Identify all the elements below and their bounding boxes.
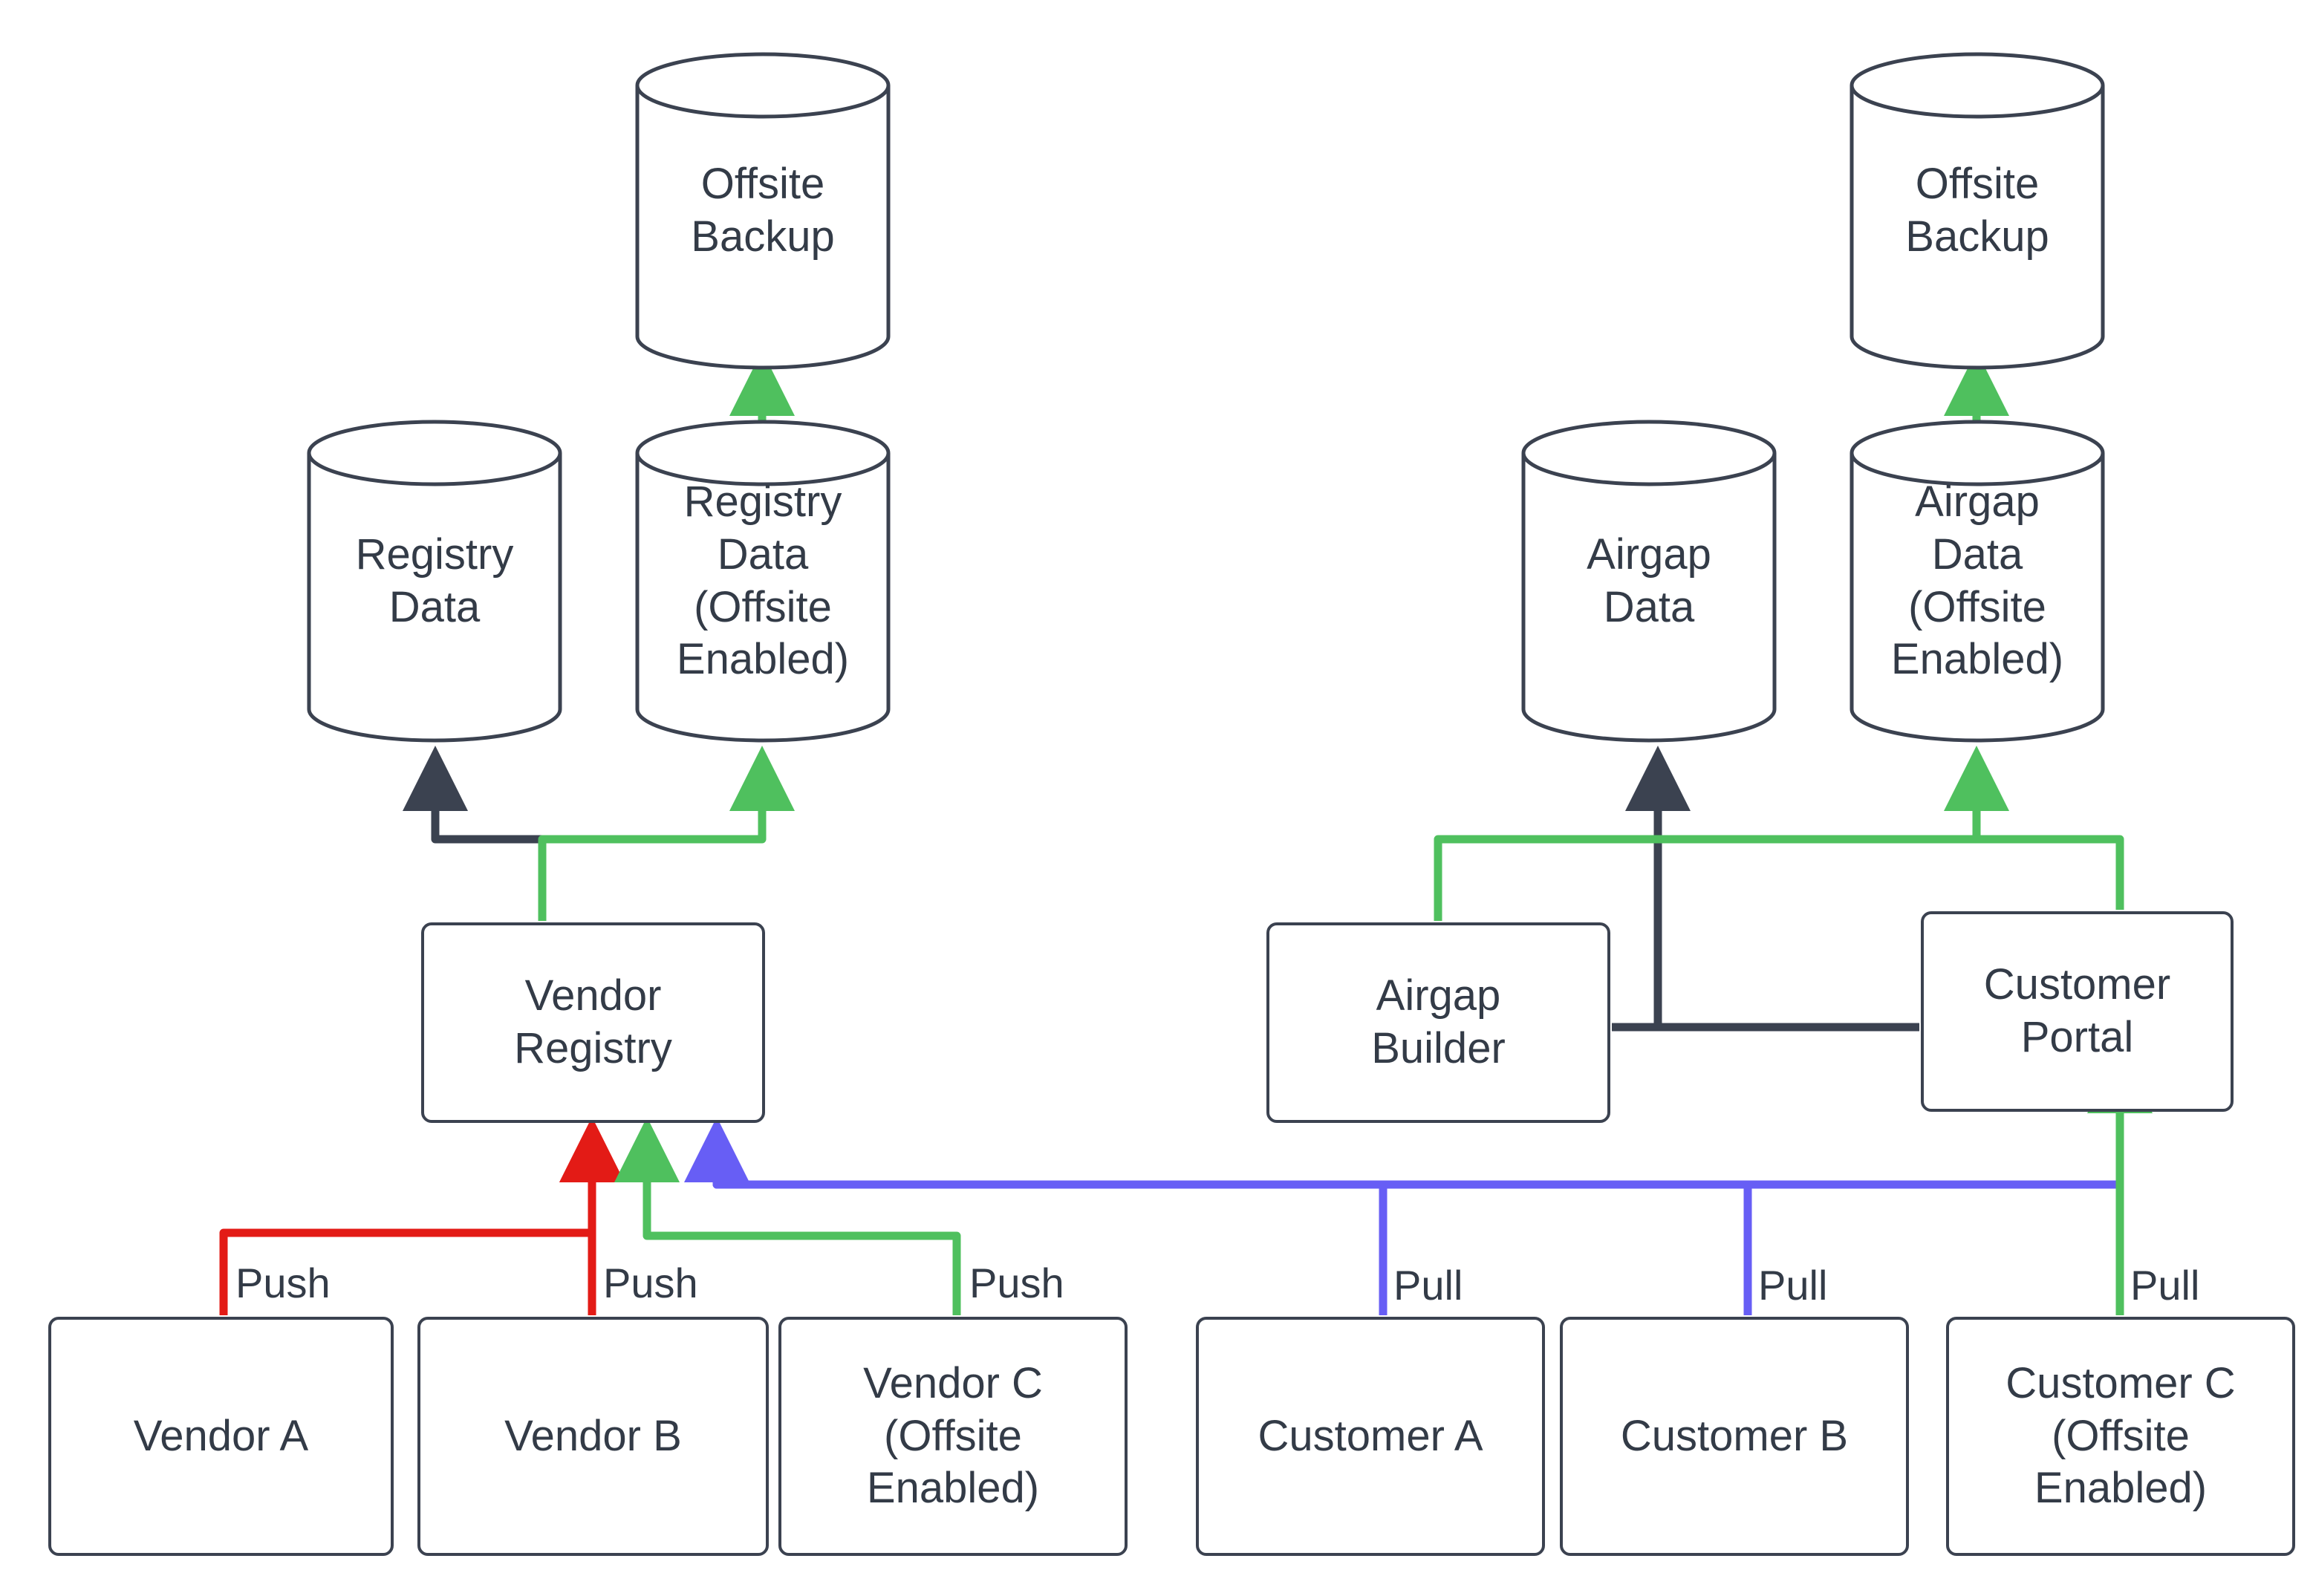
node-vendor-c[interactable]: Vendor C (Offsite Enabled) (778, 1317, 1128, 1556)
edge-vendor-registry-to-registry-data (403, 746, 547, 921)
edge-label-pull-b: Pull (1758, 1262, 1828, 1309)
node-offsite-backup-left[interactable]: Offsite Backup (635, 52, 891, 370)
edge-customer-b-pull (712, 1150, 1752, 1315)
node-registry-data-offsite[interactable]: Registry Data (Offsite Enabled) (635, 420, 891, 743)
node-airgap-data[interactable]: Airgap Data (1521, 420, 1777, 743)
node-airgap-builder[interactable]: Airgap Builder (1266, 922, 1610, 1123)
node-label: Offsite Backup (691, 160, 835, 261)
cylinder-shape (1850, 420, 2105, 743)
node-customer-a[interactable]: Customer A (1196, 1317, 1545, 1556)
node-offsite-backup-right[interactable]: Offsite Backup (1850, 52, 2105, 370)
node-vendor-b[interactable]: Vendor B (417, 1317, 769, 1556)
cylinder-shape (307, 420, 562, 743)
node-label: Registry Data (Offsite Enabled) (676, 478, 850, 684)
edge-vendor-registry-to-registry-data-offsite (538, 746, 795, 921)
edge-customer-portal-to-airgap-data-offsite (1972, 778, 2124, 910)
edge-label-push-a: Push (235, 1260, 331, 1306)
cylinder-shape (635, 52, 891, 370)
cylinder-shape (1850, 52, 2105, 370)
node-customer-b[interactable]: Customer B (1560, 1317, 1909, 1556)
edge-airgap-builder-to-airgap-data-offsite (1434, 746, 2009, 921)
cylinder-shape (1521, 420, 1777, 743)
edge-label-pull-c: Pull (2130, 1262, 2200, 1309)
node-label: Registry Data (355, 530, 514, 631)
node-vendor-a[interactable]: Vendor A (48, 1317, 394, 1556)
cylinder-shape (635, 420, 891, 743)
node-label: Airgap Data (Offsite Enabled) (1890, 478, 2064, 684)
node-registry-data[interactable]: Registry Data (307, 420, 562, 743)
node-customer-c[interactable]: Customer C (Offsite Enabled) (1946, 1317, 2295, 1556)
node-label: Offsite Backup (1905, 160, 2049, 261)
edge-label-push-c: Push (969, 1260, 1064, 1306)
node-airgap-data-offsite[interactable]: Airgap Data (Offsite Enabled) (1850, 420, 2105, 743)
node-customer-portal[interactable]: Customer Portal (1921, 911, 2234, 1112)
node-vendor-registry[interactable]: Vendor Registry (421, 922, 765, 1123)
edge-label-push-b: Push (603, 1260, 698, 1306)
edge-label-pull-a: Pull (1393, 1262, 1463, 1309)
node-label: Airgap Data (1587, 530, 1711, 631)
